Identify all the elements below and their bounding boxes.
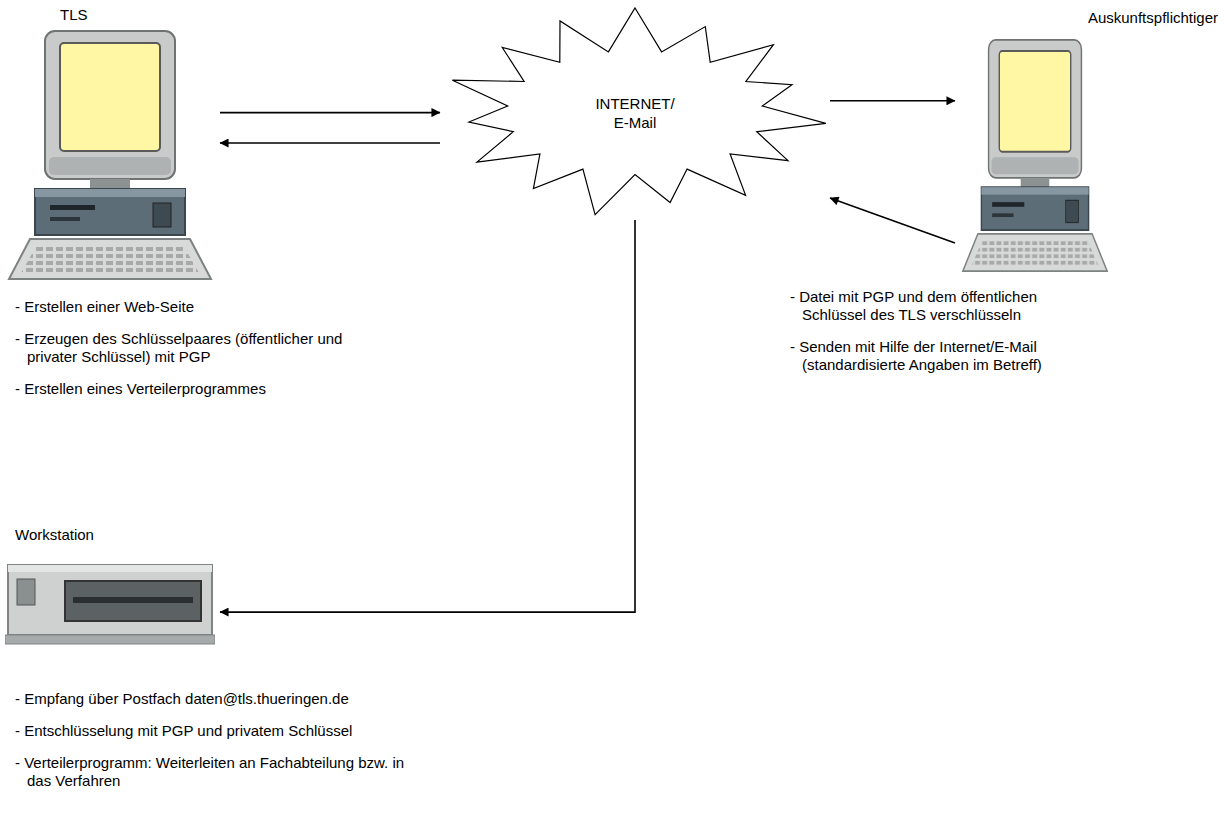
workstation-icon: [5, 561, 220, 646]
icon-part: [60, 43, 160, 151]
bullet-note: - Entschlüsselung mit PGP und privatem S…: [15, 722, 415, 740]
bullet-note: - Senden mit Hilfe der Internet/E-Mail (…: [790, 338, 1090, 374]
cloud-label: INTERNET/ E-Mail: [589, 94, 681, 132]
icon-graphic: [5, 29, 215, 281]
icon-part: [17, 579, 35, 605]
bullet-note: - Erstellen einer Web-Seite: [15, 298, 395, 316]
computer-node: Auskunftspflichtiger: [955, 8, 1220, 273]
bullet-note: - Datei mit PGP und dem öffentlichen Sch…: [790, 288, 1090, 324]
icon-part: [49, 157, 171, 175]
icon-part: [9, 239, 211, 279]
icon-part: [45, 31, 175, 179]
arrow-connector: [830, 100, 955, 102]
icon-part: [452, 8, 826, 215]
icon-part: [971, 239, 1098, 265]
icon-part: [73, 597, 193, 603]
icon-part: [65, 581, 201, 621]
icon-part: [981, 187, 1088, 194]
bullet-note: - Empfang über Postfach daten@tls.thueri…: [15, 690, 415, 708]
icon-part: [5, 635, 215, 644]
icon-part: [8, 565, 212, 635]
arrow-connector: [220, 112, 440, 114]
workstation-node: Workstation: [5, 525, 220, 646]
icon-part: [35, 189, 185, 197]
icon-part: [981, 187, 1088, 230]
computer-heading: Workstation: [5, 525, 220, 545]
arrow-connector: [220, 142, 440, 144]
icon-graphic: [960, 38, 1110, 273]
icon-part: [963, 234, 1107, 271]
icon-part: [153, 203, 171, 227]
computer-icon: [960, 38, 1220, 273]
icon-part: [90, 179, 130, 189]
bullet-note: - Erzeugen des Schlüsselpaares (öffentli…: [15, 330, 395, 366]
computer-icon: [5, 29, 220, 281]
icon-part: [8, 565, 212, 572]
icon-part: [989, 40, 1082, 178]
computer-heading: TLS: [5, 5, 220, 25]
arrow-connector: [220, 220, 635, 612]
icon-part: [50, 205, 95, 210]
icon-part: [1021, 178, 1050, 187]
icon-graphic: [5, 561, 215, 646]
computer-node: TLS: [5, 5, 220, 281]
icon-part: [1066, 200, 1079, 222]
icon-part: [992, 213, 1013, 217]
icon-part: [991, 157, 1078, 174]
arrow-connector: [830, 198, 955, 243]
internet-starburst: INTERNET/ E-Mail: [440, 5, 830, 220]
bullet-note: - Erstellen eines Verteilerprogrammes: [15, 380, 395, 398]
icon-part: [50, 217, 80, 221]
starburst-outline: [440, 5, 830, 220]
computer-heading: Auskunftspflichtiger: [955, 8, 1220, 28]
bullet-note: - Verteilerprogramm: Weiterleiten an Fac…: [15, 754, 415, 790]
icon-part: [992, 202, 1024, 207]
icon-part: [35, 189, 185, 235]
icon-part: [999, 51, 1070, 152]
icon-part: [21, 245, 199, 273]
